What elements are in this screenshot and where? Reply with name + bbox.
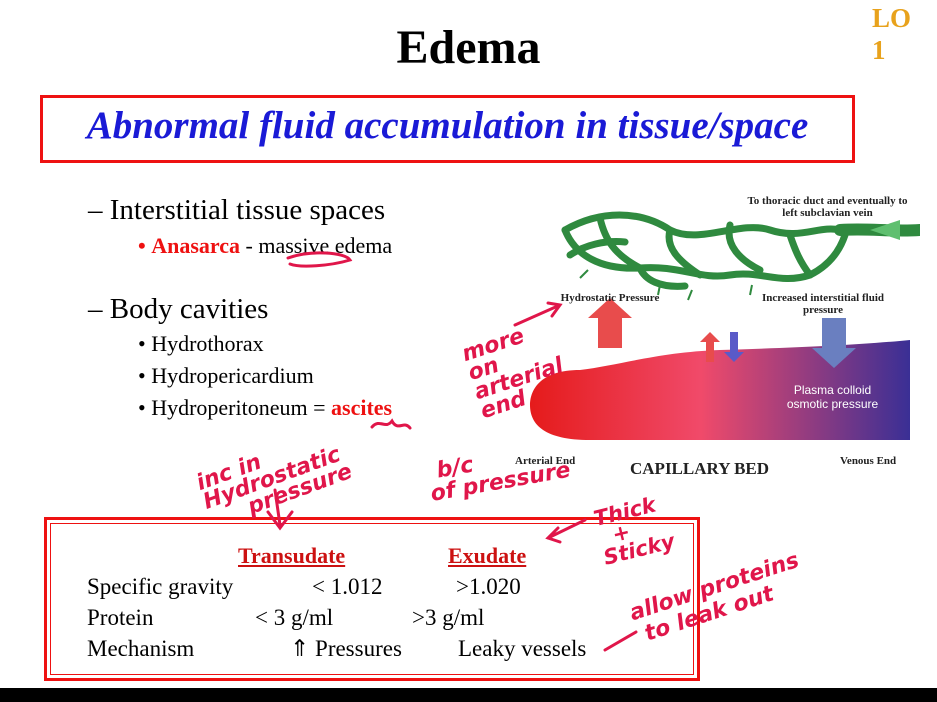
bullet-hydroperitoneum: • Hydroperitoneum = ascites xyxy=(138,395,393,420)
bullet-dot-icon: • xyxy=(138,233,146,258)
small-down-arrow-icon xyxy=(724,332,744,362)
small-up-arrow-icon xyxy=(700,332,720,362)
exudate-header: Exudate xyxy=(448,543,527,568)
row-label-mechanism: Mechanism xyxy=(87,636,195,661)
transudate-mechanism: ⇑ Pressures xyxy=(290,636,402,661)
bullet-interstitial: – Interstitial tissue spaces xyxy=(88,194,386,226)
lo-badge: LO 1 xyxy=(872,3,912,65)
dash-icon: – xyxy=(88,194,110,226)
plasma-colloid-label: Plasma colloid osmotic pressure xyxy=(786,383,879,411)
underline-scribble xyxy=(286,251,353,268)
slide-title: Edema xyxy=(396,21,541,74)
bullet-dot-icon: • xyxy=(138,363,146,388)
anasarca-term: Anasarca xyxy=(151,233,241,258)
bullet-hydrothorax: • Hydrothorax xyxy=(138,331,264,356)
transudate-protein: < 3 g/ml xyxy=(255,605,334,630)
comparison-box-inner xyxy=(50,523,694,675)
capillary-bed-diagram xyxy=(530,211,920,440)
exudate-mechanism: Leaky vessels xyxy=(458,636,587,661)
venous-end-label: Venous End xyxy=(840,455,897,467)
small-lymph-arrows xyxy=(579,269,753,301)
thoracic-duct-label: To thoracic duct and eventually to left … xyxy=(747,195,908,219)
hydrostatic-pressure-label: Hydrostatic Pressure xyxy=(560,292,660,304)
bullet-dot-icon: • xyxy=(138,331,146,356)
row-label-specific-gravity: Specific gravity xyxy=(87,574,234,599)
definition-text: Abnormal fluid accumulation in tissue/sp… xyxy=(86,104,809,147)
hydrostatic-pressure-arrow-icon xyxy=(588,298,632,348)
transudate-specific-gravity: < 1.012 xyxy=(312,574,383,599)
exudate-protein: >3 g/ml xyxy=(412,605,485,630)
arterial-end-label: Arterial End xyxy=(515,455,576,467)
bullet-dot-icon: • xyxy=(138,395,146,420)
lymphatic-network xyxy=(561,211,920,290)
dash-icon: – xyxy=(88,293,110,325)
transudate-header: Transudate xyxy=(238,543,346,568)
arrow-to-leak-out xyxy=(603,630,638,652)
row-label-protein: Protein xyxy=(87,605,154,630)
exudate-specific-gravity: >1.020 xyxy=(456,574,521,599)
capillary-bed-label: CAPILLARY BED xyxy=(630,459,770,478)
ascites-underline-scribble xyxy=(370,418,412,430)
capillary-vessel xyxy=(530,340,910,440)
down-arrow-to-transudate xyxy=(266,488,294,531)
bullet-body-cavities: – Body cavities xyxy=(88,293,269,325)
interstitial-pressure-label: Increased interstitial fluid pressure xyxy=(761,292,884,316)
definition-box xyxy=(40,95,855,163)
arrow-to-hydrostatic xyxy=(513,301,563,327)
comparison-box xyxy=(44,517,700,681)
ascites-term: ascites xyxy=(331,395,393,420)
arrow-to-exudate xyxy=(545,518,587,544)
lymph-flow-arrow-icon xyxy=(870,220,900,240)
bullet-hydropericardium: • Hydropericardium xyxy=(138,363,314,388)
interstitial-pressure-arrow-icon xyxy=(812,318,856,368)
